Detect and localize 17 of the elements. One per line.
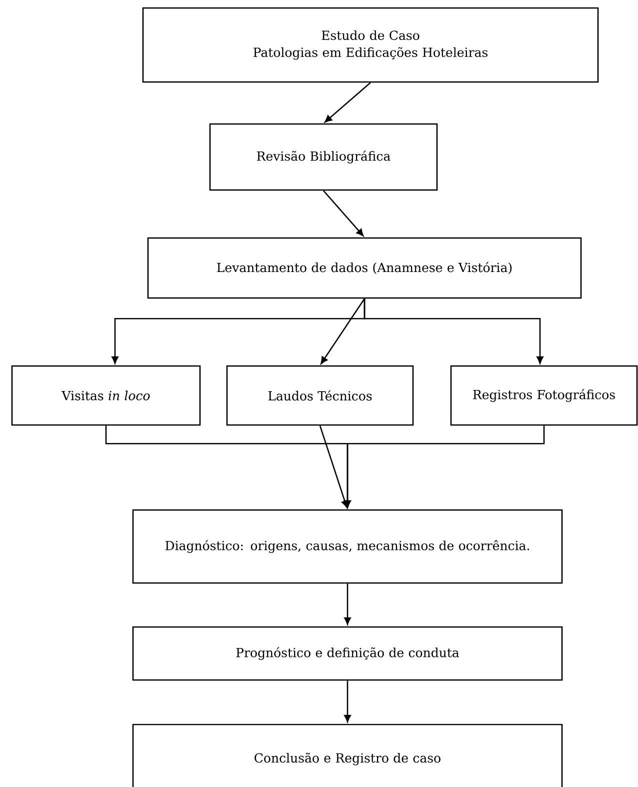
process-box: Prognóstico e definição de conduta (132, 626, 563, 681)
arrow (324, 82, 371, 122)
process-box: Diagnóstico: origens, causas, mecanismos de ocorrência. (132, 509, 563, 584)
arrow (364, 298, 544, 364)
process-box: Laudos Técnicos (226, 365, 414, 426)
arrow (323, 190, 364, 236)
process-box: Estudo de Caso Patologias em Edificações Hoteleiras (142, 7, 599, 83)
arrow (344, 584, 351, 625)
process-box: Registros Fotográficos (450, 365, 638, 426)
arrow (344, 426, 545, 508)
arrow (320, 298, 366, 364)
arrow (344, 680, 351, 722)
arrow (319, 425, 348, 508)
process-box: Levantamento de dados (Anamnese e Vistória) (147, 237, 582, 299)
process-box: Visitas in loco (11, 365, 201, 426)
process-box: Revisão Bibliográfica (209, 123, 438, 191)
process-box: Conclusão e Registro de caso (132, 724, 563, 787)
